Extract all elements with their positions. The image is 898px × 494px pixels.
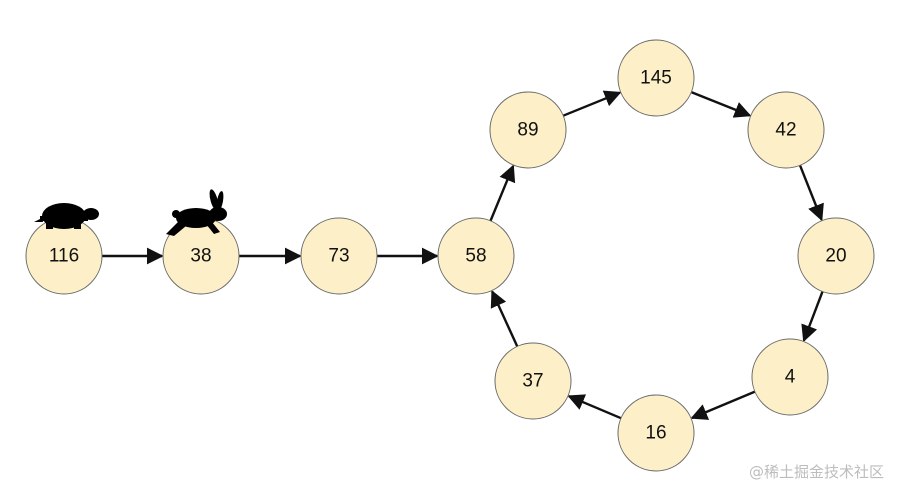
node-circle: [300, 217, 378, 295]
node-circle: [617, 394, 695, 472]
node-89: 89: [489, 91, 567, 169]
node-label: 42: [775, 120, 796, 141]
node-circle: [437, 217, 515, 295]
edge-42-to-20: [798, 164, 824, 222]
rabbit-icon: [166, 189, 227, 236]
node-circle: [751, 338, 829, 416]
node-label: 16: [645, 423, 666, 444]
edges: [102, 90, 824, 420]
node-circle: [797, 217, 875, 295]
edge-37-to-58: [490, 289, 519, 347]
node-circle: [489, 91, 567, 169]
node-label: 38: [190, 246, 211, 267]
node-label: 73: [328, 246, 349, 267]
node-label: 20: [825, 246, 846, 267]
node-58: 58: [437, 217, 515, 295]
node-16: 16: [617, 394, 695, 472]
node-label: 4: [785, 367, 796, 388]
edge-16-to-37: [567, 394, 622, 420]
node-4: 4: [751, 338, 829, 416]
edge-145-to-42: [690, 90, 752, 118]
edge-4-to-16: [690, 390, 756, 420]
node-label: 145: [640, 68, 672, 89]
tortoise-icon: [34, 203, 99, 229]
node-label: 58: [465, 246, 486, 267]
node-label: 37: [522, 371, 543, 392]
watermark-text: @稀土掘金技术社区: [748, 463, 884, 481]
node-37: 37: [494, 342, 572, 420]
node-label: 116: [49, 246, 79, 267]
edge-58-to-89: [489, 164, 516, 222]
node-20: 20: [797, 217, 875, 295]
node-116: 116: [25, 217, 103, 295]
node-42: 42: [747, 91, 825, 169]
node-circle: [617, 39, 695, 117]
node-145: 145: [617, 39, 695, 117]
edge-20-to-4: [801, 291, 824, 343]
nodes: 116 38 73 58 89 145 42 20 4 16 37: [25, 39, 875, 472]
node-73: 73: [300, 217, 378, 295]
node-label: 89: [517, 120, 538, 141]
node-circle: [494, 342, 572, 420]
node-circle: [747, 91, 825, 169]
edge-89-to-145: [562, 90, 622, 117]
